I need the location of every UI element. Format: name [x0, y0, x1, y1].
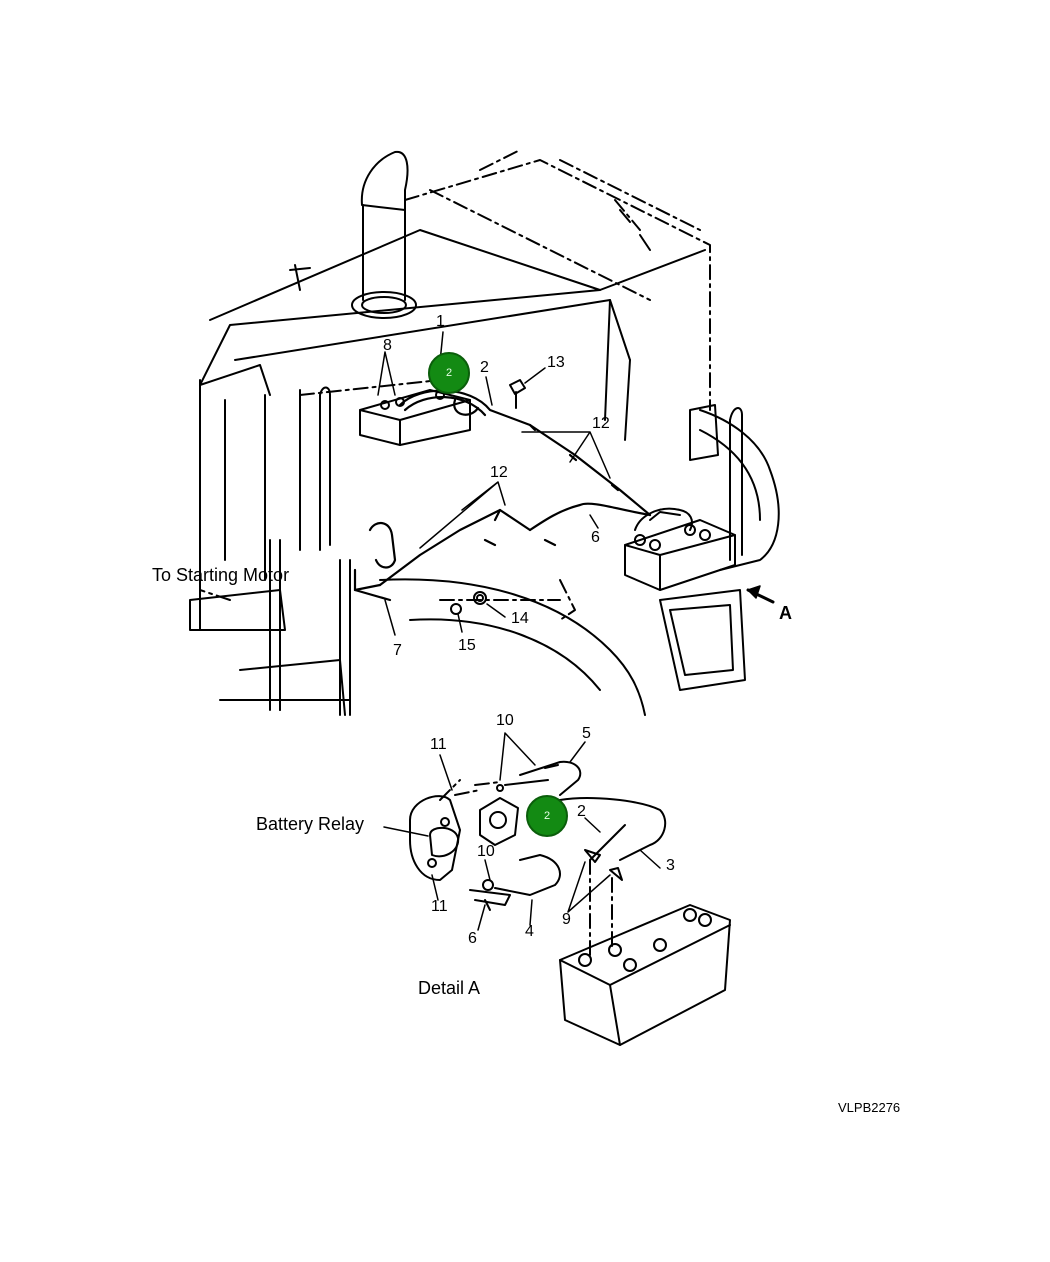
leader-lines-detail — [383, 732, 661, 931]
view-arrow-a: A — [779, 603, 792, 623]
label-battery-relay: Battery Relay — [256, 814, 365, 834]
exhaust-stack — [351, 150, 417, 319]
detail-callout-2: 2 — [577, 803, 586, 820]
figure-code: VLPB2276 — [838, 1100, 901, 1115]
callout-14: 14 — [511, 610, 529, 627]
callout-1: 1 — [436, 313, 445, 330]
callout-12-upper: 12 — [592, 415, 610, 432]
label-starting-motor: To Starting Motor — [152, 565, 290, 585]
callout-15: 15 — [458, 637, 476, 654]
detail-callout-4: 4 — [525, 923, 534, 940]
hotspot-marker-detail-label: 2 — [543, 810, 551, 822]
detail-callout-6: 6 — [468, 930, 477, 947]
detail-callout-11-lower: 11 — [431, 898, 448, 915]
callout-13: 13 — [547, 354, 565, 371]
detail-callout-5: 5 — [582, 725, 591, 742]
cable-harness — [353, 389, 652, 602]
detail-callout-9: 9 — [562, 911, 571, 928]
handrails — [269, 209, 743, 716]
bolt-part — [450, 379, 526, 615]
detail-callout-3: 3 — [666, 857, 675, 874]
hotspot-marker-detail[interactable]: 2 — [526, 795, 568, 837]
hood-outline — [189, 149, 711, 716]
detail-callout-10-upper: 10 — [496, 712, 514, 729]
battery-upper-right — [624, 507, 736, 591]
hotspot-marker-upper-label: 2 — [445, 367, 453, 379]
hotspot-marker-upper[interactable]: 2 — [428, 352, 470, 394]
detail-callout-10-lower: 10 — [477, 843, 495, 860]
callout-8: 8 — [383, 337, 392, 354]
leader-lines-top — [377, 331, 775, 636]
rear-structure — [379, 404, 780, 716]
callout-7: 7 — [393, 642, 402, 659]
callout-6: 6 — [591, 529, 600, 546]
label-detail-a: Detail A — [418, 978, 481, 998]
detail-a-illustration — [409, 760, 731, 1046]
callout-2: 2 — [480, 359, 489, 376]
detail-callout-11-upper: 11 — [430, 736, 447, 753]
callout-12-lower: 12 — [490, 464, 508, 481]
